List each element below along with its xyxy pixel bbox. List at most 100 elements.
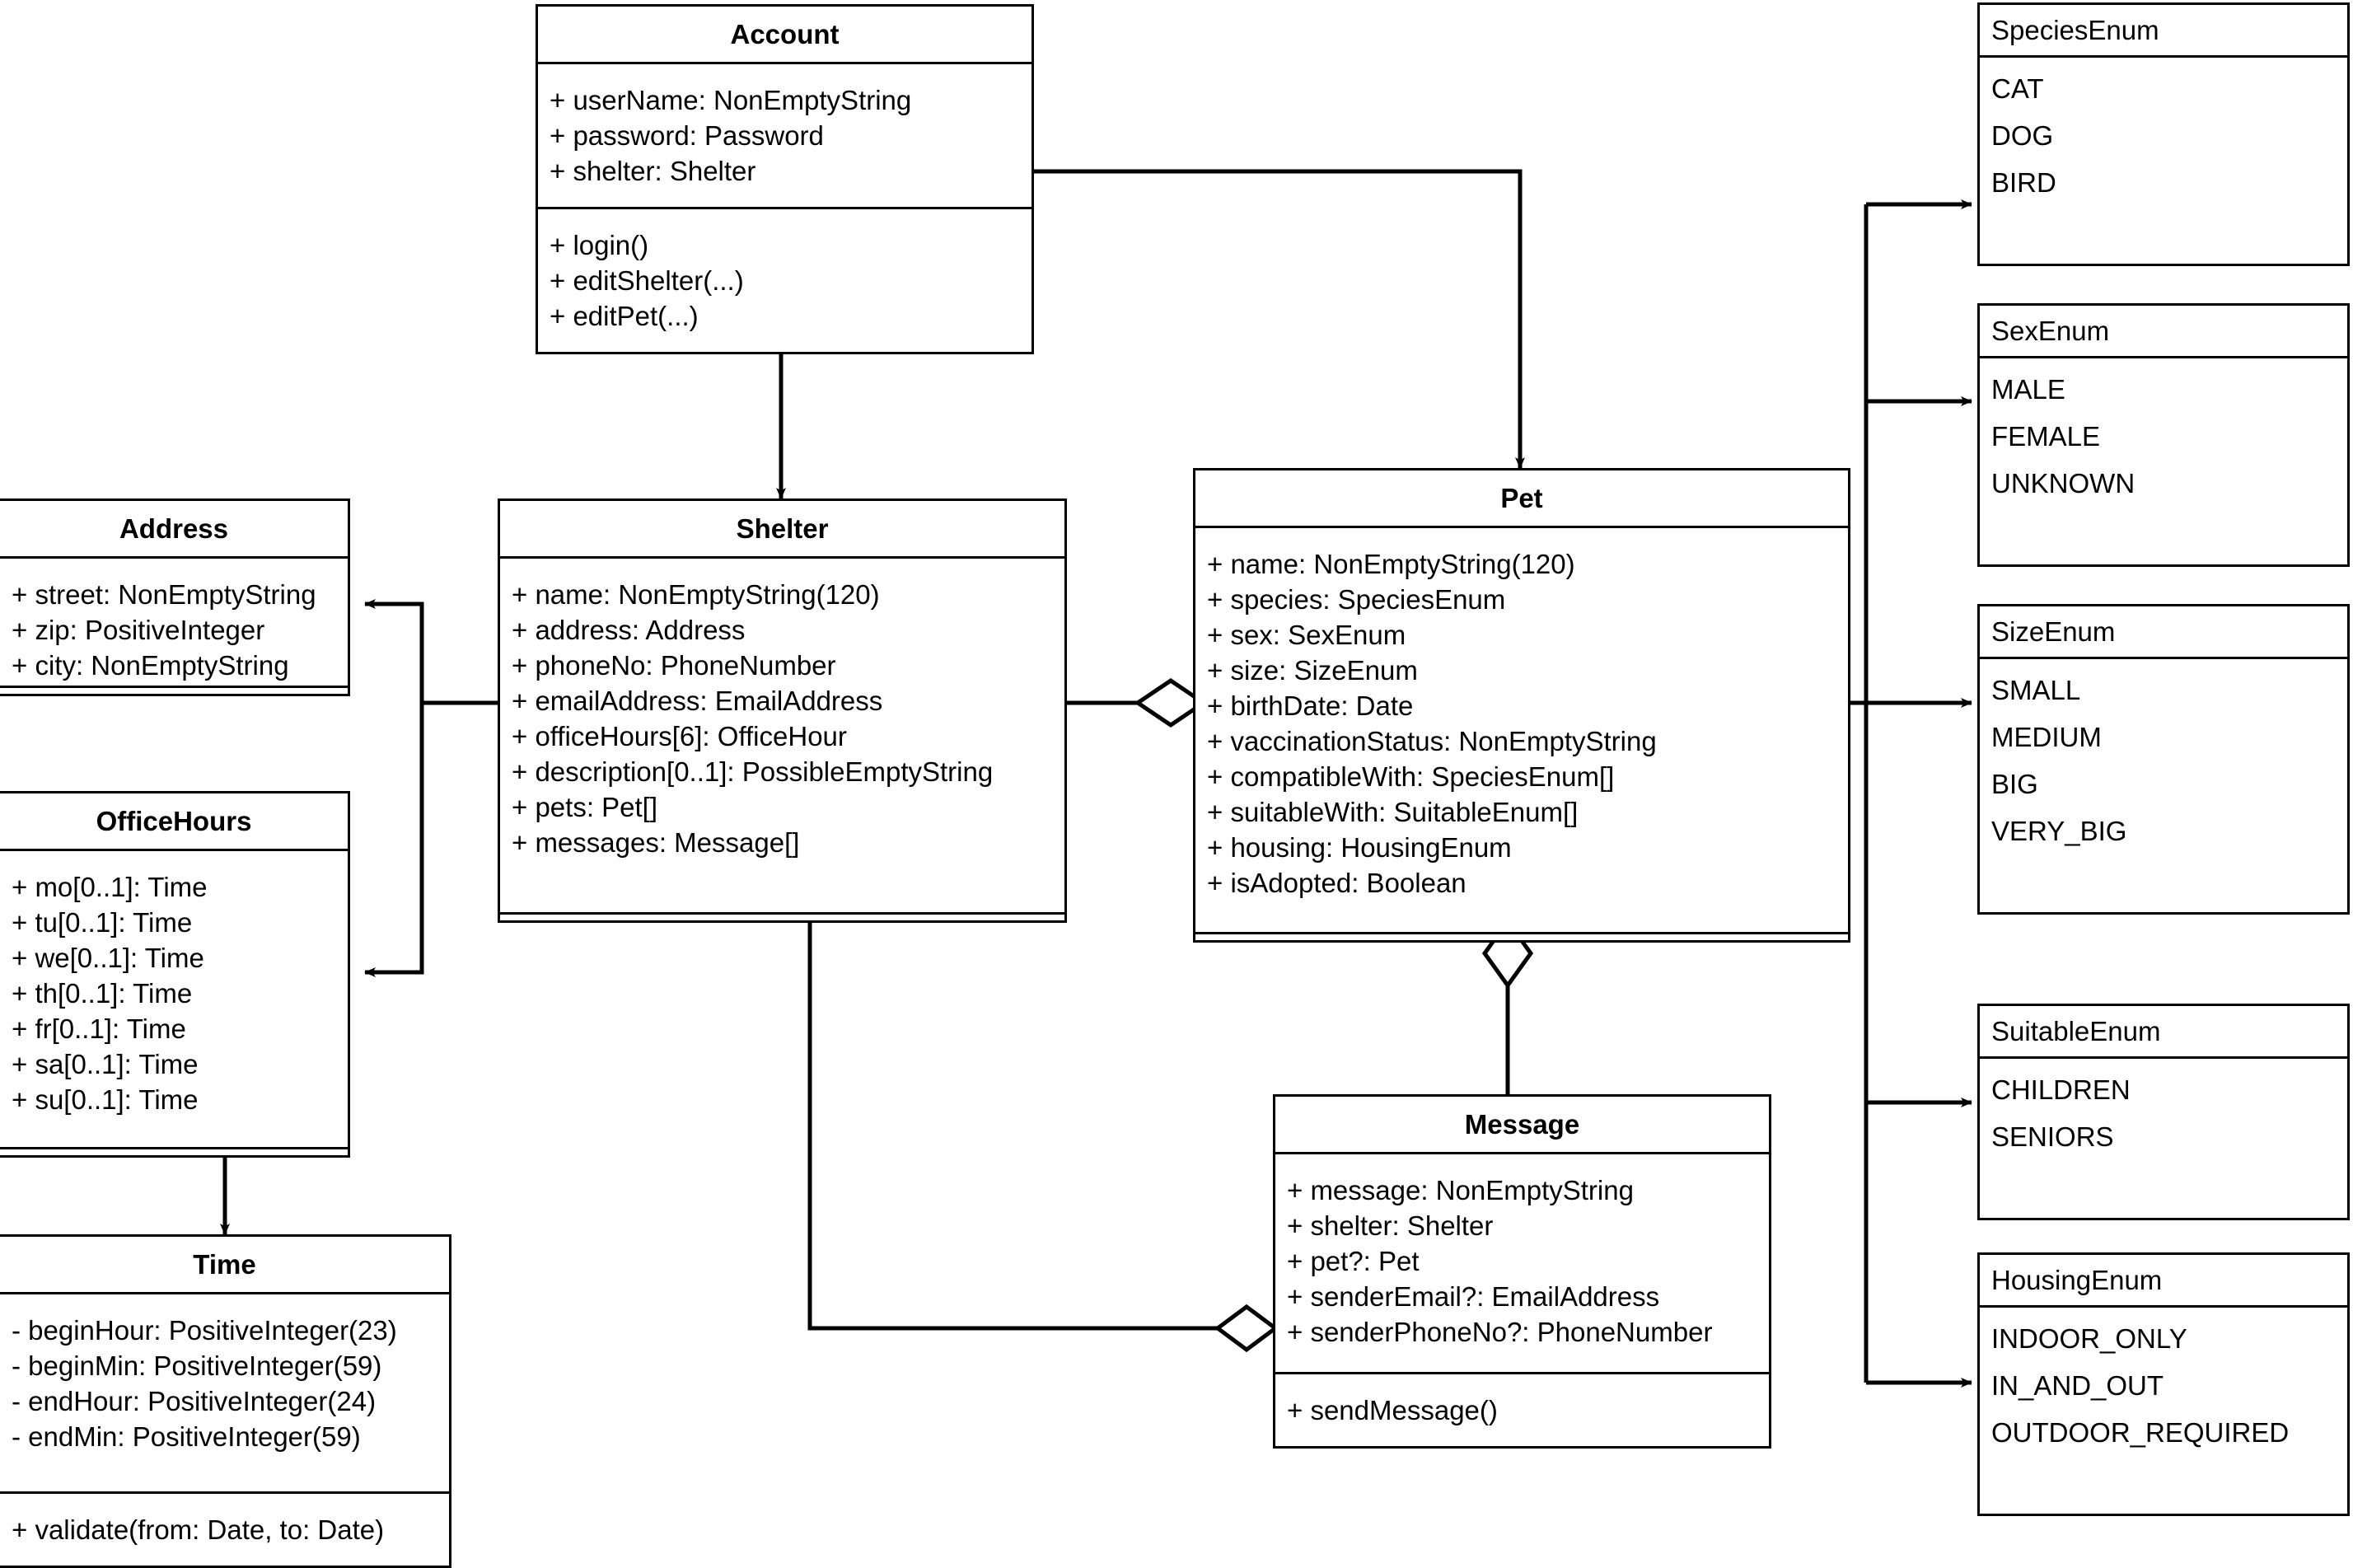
attribute-row: + pets: Pet[] <box>512 792 658 822</box>
enum-title-sex: SexEnum <box>1980 306 2347 358</box>
attribute-row: + emailAddress: EmailAddress <box>512 686 883 716</box>
attribute-row: + message: NonEmptyString <box>1287 1175 1634 1205</box>
attribute-row: + compatibleWith: SpeciesEnum[] <box>1207 761 1615 792</box>
operation-row: + login() <box>550 230 649 260</box>
attribute-row: + th[0..1]: Time <box>12 978 193 1009</box>
attribute-row: + sex: SexEnum <box>1207 620 1406 650</box>
connector-pet-message-aggregation <box>1481 917 1534 1094</box>
class-attributes-message: + message: NonEmptyString + shelter: She… <box>1275 1154 1769 1372</box>
attribute-row: + vaccinationStatus: NonEmptyString <box>1207 726 1657 756</box>
enum-values-size: SMALL MEDIUM BIG VERY_BIG <box>1980 659 2347 912</box>
enum-value-row: BIG <box>1991 769 2038 799</box>
class-title-message: Message <box>1275 1097 1769 1154</box>
enum-box-suitable[interactable]: SuitableEnum CHILDREN SENIORS <box>1977 1004 2350 1220</box>
attribute-row: - endHour: PositiveInteger(24) <box>12 1386 377 1416</box>
operation-row: + editPet(...) <box>550 301 699 331</box>
attribute-row: + isAdopted: Boolean <box>1207 868 1467 898</box>
class-box-officehours[interactable]: OfficeHours + mo[0..1]: Time + tu[0..1]:… <box>0 791 350 1158</box>
enum-values-species: CAT DOG BIRD <box>1980 58 2347 264</box>
attribute-row: + we[0..1]: Time <box>12 943 204 973</box>
operation-row: + sendMessage() <box>1287 1395 1498 1425</box>
class-box-time[interactable]: Time - beginHour: PositiveInteger(23) - … <box>0 1234 451 1568</box>
attribute-row: + shelter: Shelter <box>1287 1210 1494 1241</box>
enum-box-size[interactable]: SizeEnum SMALL MEDIUM BIG VERY_BIG <box>1977 604 2350 915</box>
enum-value-row: BIRD <box>1991 167 2056 198</box>
class-attributes-time: - beginHour: PositiveInteger(23) - begin… <box>0 1294 449 1491</box>
attribute-row: + address: Address <box>512 615 746 645</box>
attribute-row: + suitableWith: SuitableEnum[] <box>1207 797 1579 827</box>
attribute-row: + fr[0..1]: Time <box>12 1013 186 1044</box>
attribute-row: + senderEmail?: EmailAddress <box>1287 1281 1660 1312</box>
connector-pet-to-enums <box>1850 199 1972 1388</box>
enum-value-row: UNKNOWN <box>1991 468 2135 498</box>
attribute-row: + senderPhoneNo?: PhoneNumber <box>1287 1317 1713 1347</box>
attribute-row: + mo[0..1]: Time <box>12 872 208 902</box>
enum-value-row: MALE <box>1991 374 2065 405</box>
attribute-row: + birthDate: Date <box>1207 690 1414 721</box>
attribute-row: + zip: PositiveInteger <box>12 615 265 645</box>
attribute-row: + messages: Message[] <box>512 827 800 858</box>
connector-shelter-message-aggregation <box>807 923 1279 1353</box>
enum-value-row: OUTDOOR_REQUIRED <box>1991 1417 2290 1448</box>
attribute-row: + species: SpeciesEnum <box>1207 584 1506 615</box>
class-title-time: Time <box>0 1237 449 1294</box>
attribute-row: + street: NonEmptyString <box>12 579 316 610</box>
class-box-pet[interactable]: Pet + name: NonEmptyString(120) + specie… <box>1193 468 1850 943</box>
enum-value-row: SMALL <box>1991 675 2081 705</box>
class-attributes-officehours: + mo[0..1]: Time + tu[0..1]: Time + we[0… <box>0 851 348 1147</box>
class-title-officehours: OfficeHours <box>0 793 348 851</box>
class-box-account[interactable]: Account + userName: NonEmptyString + pas… <box>536 4 1034 354</box>
attribute-row: + sa[0..1]: Time <box>12 1049 199 1079</box>
operation-row: + editShelter(...) <box>550 265 744 296</box>
enum-values-suitable: CHILDREN SENIORS <box>1980 1059 2347 1218</box>
attribute-row: - beginMin: PositiveInteger(59) <box>12 1350 382 1381</box>
attribute-row: - beginHour: PositiveInteger(23) <box>12 1315 397 1346</box>
attribute-row: + description[0..1]: PossibleEmptyString <box>512 756 994 787</box>
enum-value-row: MEDIUM <box>1991 722 2102 752</box>
class-operations-message: + sendMessage() <box>1275 1372 1769 1446</box>
attribute-row: + pet?: Pet <box>1287 1246 1420 1276</box>
class-title-address: Address <box>0 501 348 559</box>
class-title-account: Account <box>538 7 1031 64</box>
class-attributes-address: + street: NonEmptyString + zip: Positive… <box>0 559 348 686</box>
class-title-shelter: Shelter <box>500 501 1064 559</box>
connector-shelter-to-address-officehours <box>364 599 498 977</box>
class-box-message[interactable]: Message + message: NonEmptyString + shel… <box>1273 1094 1771 1449</box>
enum-box-housing[interactable]: HousingEnum INDOOR_ONLY IN_AND_OUT OUTDO… <box>1977 1252 2350 1516</box>
class-box-shelter[interactable]: Shelter + name: NonEmptyString(120) + ad… <box>498 498 1067 923</box>
enum-values-housing: INDOOR_ONLY IN_AND_OUT OUTDOOR_REQUIRED <box>1980 1308 2347 1514</box>
class-operations-address <box>0 686 348 694</box>
class-operations-time: + validate(from: Date, to: Date) <box>0 1491 449 1566</box>
class-box-address[interactable]: Address + street: NonEmptyString + zip: … <box>0 498 350 696</box>
attribute-row: + housing: HousingEnum <box>1207 832 1512 863</box>
attribute-row: + city: NonEmptyString <box>12 650 289 681</box>
enum-value-row: VERY_BIG <box>1991 816 2127 846</box>
operation-row: + validate(from: Date, to: Date) <box>12 1514 385 1545</box>
enum-title-suitable: SuitableEnum <box>1980 1006 2347 1059</box>
enum-box-species[interactable]: SpeciesEnum CAT DOG BIRD <box>1977 2 2350 266</box>
enum-title-size: SizeEnum <box>1980 606 2347 659</box>
enum-values-sex: MALE FEMALE UNKNOWN <box>1980 358 2347 564</box>
attribute-row: + tu[0..1]: Time <box>12 907 193 938</box>
enum-value-row: CAT <box>1991 73 2044 104</box>
attribute-row: + phoneNo: PhoneNumber <box>512 650 836 681</box>
class-operations-pet <box>1195 932 1848 940</box>
connector-account-to-pet <box>1031 169 1525 469</box>
enum-box-sex[interactable]: SexEnum MALE FEMALE UNKNOWN <box>1977 303 2350 567</box>
class-attributes-pet: + name: NonEmptyString(120) + species: S… <box>1195 528 1848 932</box>
enum-value-row: CHILDREN <box>1991 1074 2131 1105</box>
class-operations-shelter <box>500 912 1064 920</box>
class-operations-officehours <box>0 1147 348 1155</box>
connector-shelter-pet-aggregation <box>1067 677 1208 728</box>
attribute-row: + password: Password <box>550 120 824 151</box>
enum-title-species: SpeciesEnum <box>1980 5 2347 58</box>
attribute-row: + su[0..1]: Time <box>12 1084 199 1115</box>
class-operations-account: + login() + editShelter(...) + editPet(.… <box>538 207 1031 352</box>
enum-value-row: SENIORS <box>1991 1121 2114 1152</box>
attribute-row: + officeHours[6]: OfficeHour <box>512 721 847 751</box>
attribute-row: + name: NonEmptyString(120) <box>1207 549 1575 579</box>
attribute-row: - endMin: PositiveInteger(59) <box>12 1421 361 1452</box>
enum-value-row: DOG <box>1991 120 2054 151</box>
attribute-row: + userName: NonEmptyString <box>550 85 912 115</box>
